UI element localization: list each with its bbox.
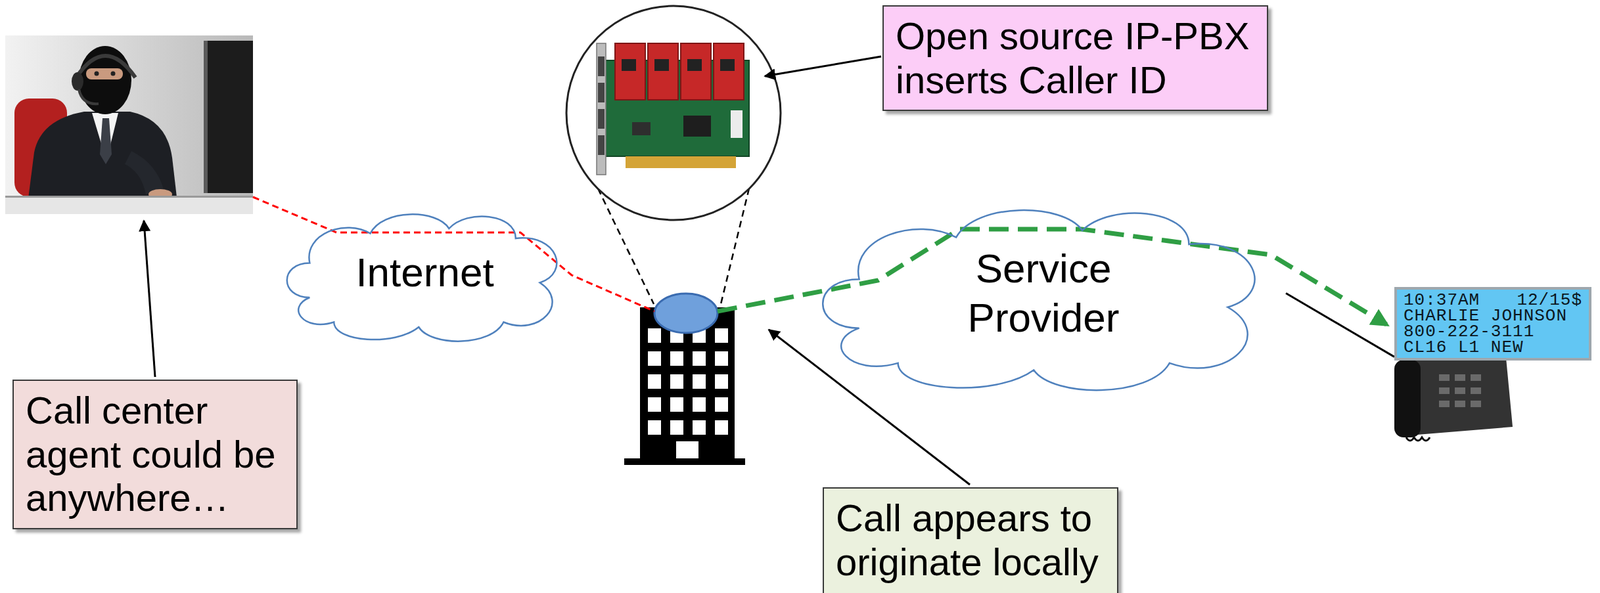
- photo-background: [5, 35, 253, 215]
- fxs-module: [680, 43, 711, 100]
- cloud-shape: [800, 188, 1286, 399]
- connector: [730, 110, 743, 138]
- window: [714, 328, 729, 343]
- key: [1454, 400, 1466, 408]
- port: [597, 56, 605, 77]
- cloud-outline: [822, 210, 1255, 391]
- box-text: Call center agent could be anywhere…: [25, 388, 285, 521]
- port: [597, 109, 605, 129]
- port: [597, 82, 605, 103]
- window: [647, 351, 662, 366]
- window: [670, 397, 684, 412]
- building-base: [624, 458, 746, 466]
- chip: [720, 59, 735, 71]
- key: [1470, 374, 1482, 382]
- fxs-module: [713, 43, 744, 100]
- door: [676, 441, 699, 459]
- window: [692, 420, 706, 435]
- window: [647, 420, 662, 435]
- display-text: CL16 L1 NEW: [1403, 339, 1524, 356]
- handset: [1394, 360, 1421, 438]
- key: [1470, 387, 1482, 395]
- gold-fingers: [625, 156, 736, 169]
- callout-arrow: [764, 56, 882, 77]
- window: [714, 420, 729, 435]
- box-text: Open source IP-PBX inserts Caller ID: [895, 14, 1256, 102]
- callout-arrow: [768, 329, 970, 485]
- key: [1470, 400, 1482, 408]
- windows: [647, 328, 729, 435]
- window: [647, 374, 662, 389]
- window: [714, 351, 729, 366]
- display-row: CL16 L1 NEW: [1403, 339, 1583, 356]
- callout-box: Call appears to originate locally: [822, 487, 1119, 593]
- chip: [621, 59, 637, 71]
- building: [624, 293, 746, 466]
- magnifier: [566, 5, 781, 305]
- window: [692, 351, 706, 366]
- display-row: 10:37AM 12/15$: [1403, 292, 1583, 309]
- agent-photo: [5, 35, 253, 215]
- internet-call-path: [252, 197, 655, 312]
- callout-box: Call center agent could be anywhere…: [12, 379, 298, 530]
- window: [647, 397, 662, 412]
- eye: [111, 71, 116, 77]
- phone-cord: [1406, 437, 1430, 441]
- network-cloud: Service Provider: [800, 188, 1286, 399]
- window: [670, 420, 684, 435]
- network-cloud: Internet: [273, 199, 577, 347]
- window: [670, 374, 684, 389]
- arm: [124, 151, 165, 195]
- display-text: 800-222-3111: [1403, 323, 1535, 340]
- display-text: 12/15$: [1516, 292, 1583, 309]
- display-text: CHARLIE JOHNSON: [1403, 308, 1568, 324]
- connector-line: [1285, 293, 1395, 358]
- cloud-outline: [287, 214, 558, 342]
- key: [1454, 387, 1466, 395]
- card-bracket: [596, 43, 606, 175]
- desk: [5, 197, 253, 215]
- display-text: 10:37AM: [1403, 292, 1480, 309]
- port: [597, 135, 605, 156]
- keypad: [1439, 374, 1482, 408]
- fxs-module: [647, 43, 679, 100]
- eye: [94, 71, 100, 77]
- fxs-module: [615, 43, 646, 100]
- phone-display: 10:37AM 12/15$CHARLIE JOHNSON800-222-3111…: [1394, 287, 1592, 361]
- window: [670, 351, 684, 366]
- pbx-card: [596, 43, 750, 175]
- callout-box: Open source IP-PBX inserts Caller ID: [882, 5, 1269, 112]
- tie: [99, 118, 112, 165]
- key: [1454, 374, 1466, 382]
- eye-slit: [86, 68, 123, 80]
- monitor: [205, 40, 253, 194]
- chip: [654, 59, 669, 71]
- desk-edge: [5, 195, 253, 198]
- headset-mic: [78, 89, 99, 104]
- window: [714, 397, 729, 412]
- key: [1439, 387, 1450, 395]
- headset-band: [76, 55, 136, 78]
- window: [647, 328, 662, 343]
- cloud-label: Service Provider: [951, 244, 1136, 343]
- headset-earpiece: [71, 72, 84, 91]
- magnifier-circle: [566, 5, 781, 221]
- cloud-label: Internet: [355, 248, 494, 298]
- window: [714, 374, 729, 389]
- ip-pbx-ellipse: [654, 293, 718, 334]
- chip: [687, 59, 702, 71]
- chip: [632, 122, 651, 136]
- display-row: CHARLIE JOHNSON: [1403, 308, 1583, 324]
- key: [1439, 400, 1450, 408]
- window: [692, 397, 706, 412]
- callout-arrow: [143, 220, 156, 378]
- display-row: 800-222-3111: [1403, 323, 1583, 340]
- desk-phone: [1394, 358, 1513, 441]
- box-text: Call appears to originate locally: [835, 496, 1106, 585]
- window: [692, 374, 706, 389]
- chip: [683, 115, 711, 137]
- key: [1439, 374, 1450, 382]
- monitor-edge: [203, 40, 208, 194]
